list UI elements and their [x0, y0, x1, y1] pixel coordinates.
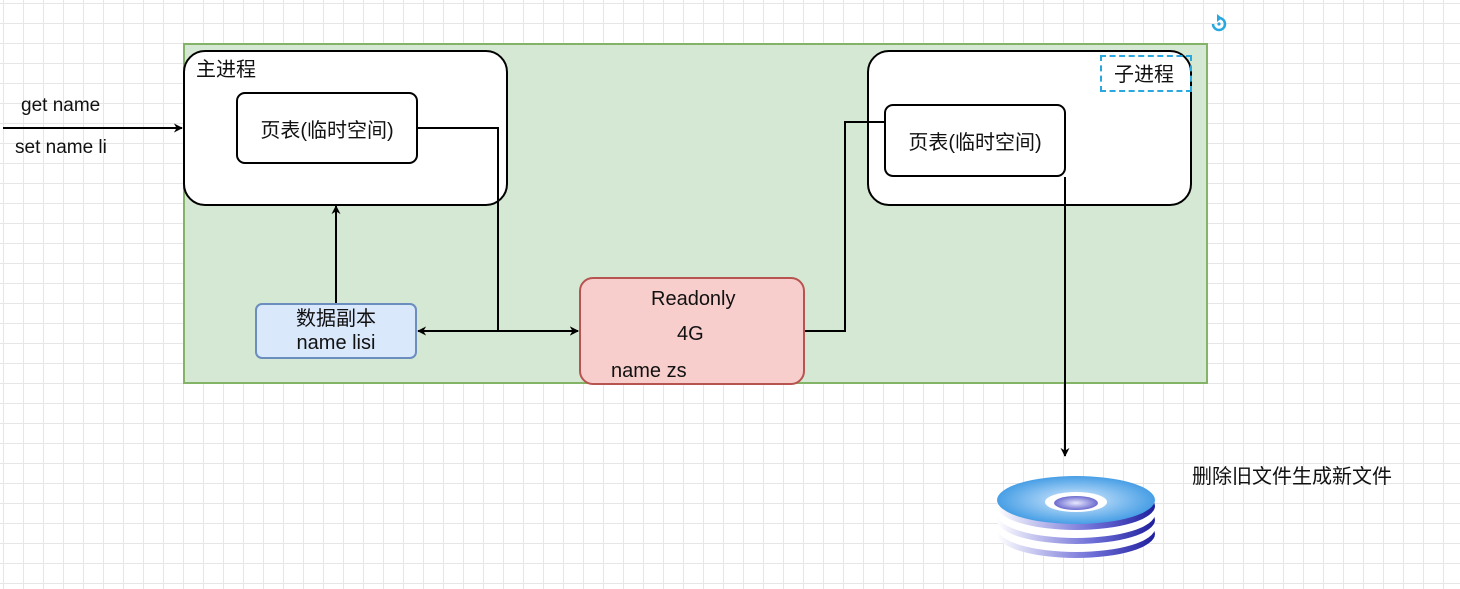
readonly-size: 4G — [677, 323, 704, 345]
data-copy-label: 数据副本 — [296, 308, 376, 330]
readonly-title: Readonly — [651, 288, 736, 310]
child-title-selection — [1100, 55, 1192, 92]
get-name-label: get name — [21, 95, 101, 116]
child-process-title: 子进程 — [1114, 64, 1174, 86]
readonly-value: name zs — [611, 360, 687, 382]
readonly-to-child-connector — [805, 121, 884, 332]
main-process-title: 主进程 — [196, 59, 256, 81]
readonly-block: Readonly 4G name zs — [579, 277, 805, 385]
data-copy-value: name lisi — [296, 332, 376, 354]
set-name-label: set name li — [15, 137, 107, 158]
refresh-icon — [1211, 14, 1227, 32]
disk-icon — [997, 476, 1155, 558]
disk-caption: 删除旧文件生成新文件 — [1192, 466, 1392, 488]
child-page-table: 页表(临时空间) — [884, 104, 1066, 177]
data-copy-box: 数据副本 name lisi — [255, 303, 417, 359]
main-page-table: 页表(临时空间) — [236, 92, 418, 164]
main-pagetable-to-readonly-arrow — [418, 127, 579, 336]
